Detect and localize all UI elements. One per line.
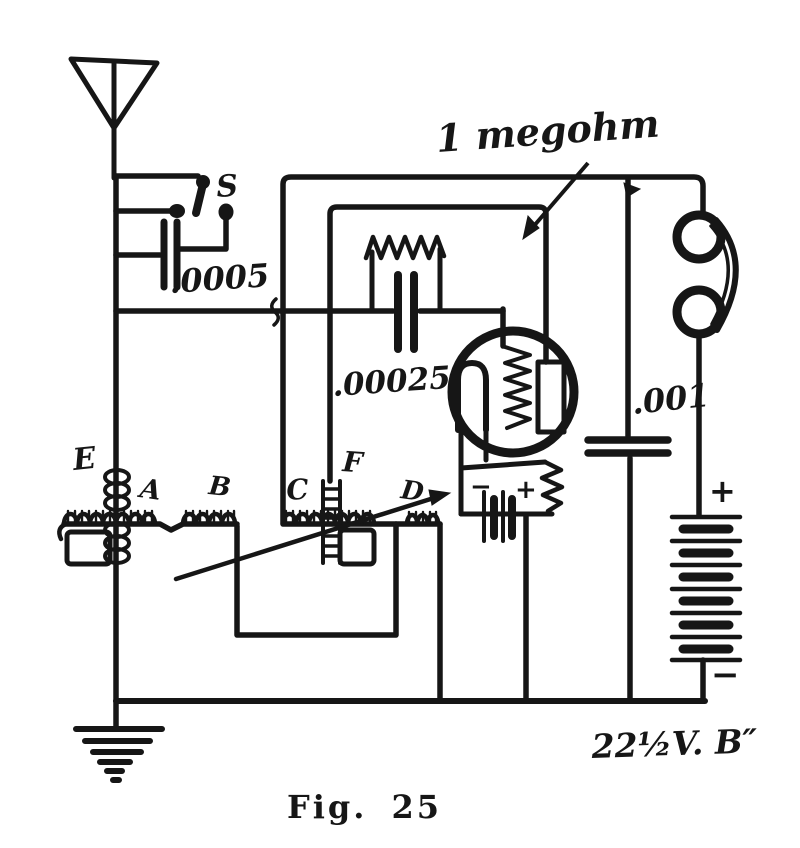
a-battery-short-plates	[490, 495, 516, 540]
bypass-capacitor-label: .001	[630, 376, 711, 422]
pointer-arrowhead-icon	[522, 214, 540, 241]
tuning-pointer-arrow	[173, 489, 452, 582]
tube-grid-zigzag	[503, 345, 532, 430]
headphone-band-inner	[709, 224, 730, 326]
arrow-shaft	[173, 494, 440, 582]
b-battery-voltage-label: 22½V. B″	[590, 721, 758, 766]
tube-envelope	[447, 326, 579, 458]
coil-f-label: F	[341, 445, 366, 480]
b-battery-plus-sign: +	[709, 472, 736, 510]
grid-capacitor	[394, 271, 418, 353]
outer-loop-wire	[280, 174, 706, 526]
tube-filament	[455, 360, 489, 433]
plate-bypass-capacitor	[584, 182, 672, 457]
switch-right-contact	[218, 203, 234, 221]
grid-leak-resistor	[363, 234, 447, 314]
coil-f-rungs	[321, 487, 342, 558]
grid-capacitor-label: .00025	[331, 360, 452, 404]
b-battery-short-plates	[678, 524, 734, 654]
coil-a-label: A	[135, 473, 163, 507]
junction-squiggle	[270, 297, 280, 327]
resistor-zigzag	[363, 234, 447, 261]
b-battery	[669, 514, 743, 663]
a-battery-long-plates	[482, 490, 505, 543]
switch-left-contact	[169, 204, 185, 218]
coil-assembly	[57, 468, 443, 567]
headphone-earpiece	[672, 285, 726, 339]
coil-e-form-box	[64, 529, 113, 567]
pointer-line	[531, 161, 590, 229]
a-battery-minus-sign: −	[470, 472, 492, 502]
switch-blade	[192, 180, 207, 217]
ground-symbol	[73, 698, 165, 783]
antenna-series-capacitor	[160, 218, 181, 291]
coil-f-form-box	[337, 527, 377, 567]
headphones	[672, 210, 739, 339]
switch-to-capacitor-wire	[177, 214, 229, 252]
coil-b-label: B	[206, 471, 232, 503]
grid-leak-label: 1 megohm	[434, 100, 660, 161]
antenna	[68, 56, 160, 181]
antenna-capacitor-label: .0005	[168, 256, 271, 301]
b-battery-minus-sign: −	[711, 655, 740, 695]
headphone-band	[713, 217, 739, 333]
coil-u-link-wire	[234, 521, 399, 638]
a-battery-plus-sign: +	[515, 475, 537, 505]
filament-battery-circuit	[458, 425, 565, 543]
rheostat-zigzag	[539, 459, 565, 514]
branch-junction-tick	[623, 182, 642, 198]
switch-label: S	[215, 169, 239, 205]
coil-a-hatching	[66, 509, 154, 524]
coil-b-hatching	[184, 509, 236, 524]
tube-plate	[535, 359, 567, 435]
grid-leak-pointer-arrow	[522, 161, 590, 241]
coil-c-label: C	[285, 472, 310, 507]
coil-d-hatching	[407, 510, 438, 524]
coil-e-label: E	[70, 441, 99, 478]
figure-caption: Fig. 25	[287, 788, 442, 826]
filament-top-wire	[458, 459, 548, 471]
series-switch	[169, 175, 234, 221]
b-battery-long-plates	[669, 514, 743, 663]
ground-icon	[73, 726, 165, 783]
vacuum-tube	[447, 326, 579, 458]
arrowhead-icon	[428, 489, 452, 506]
